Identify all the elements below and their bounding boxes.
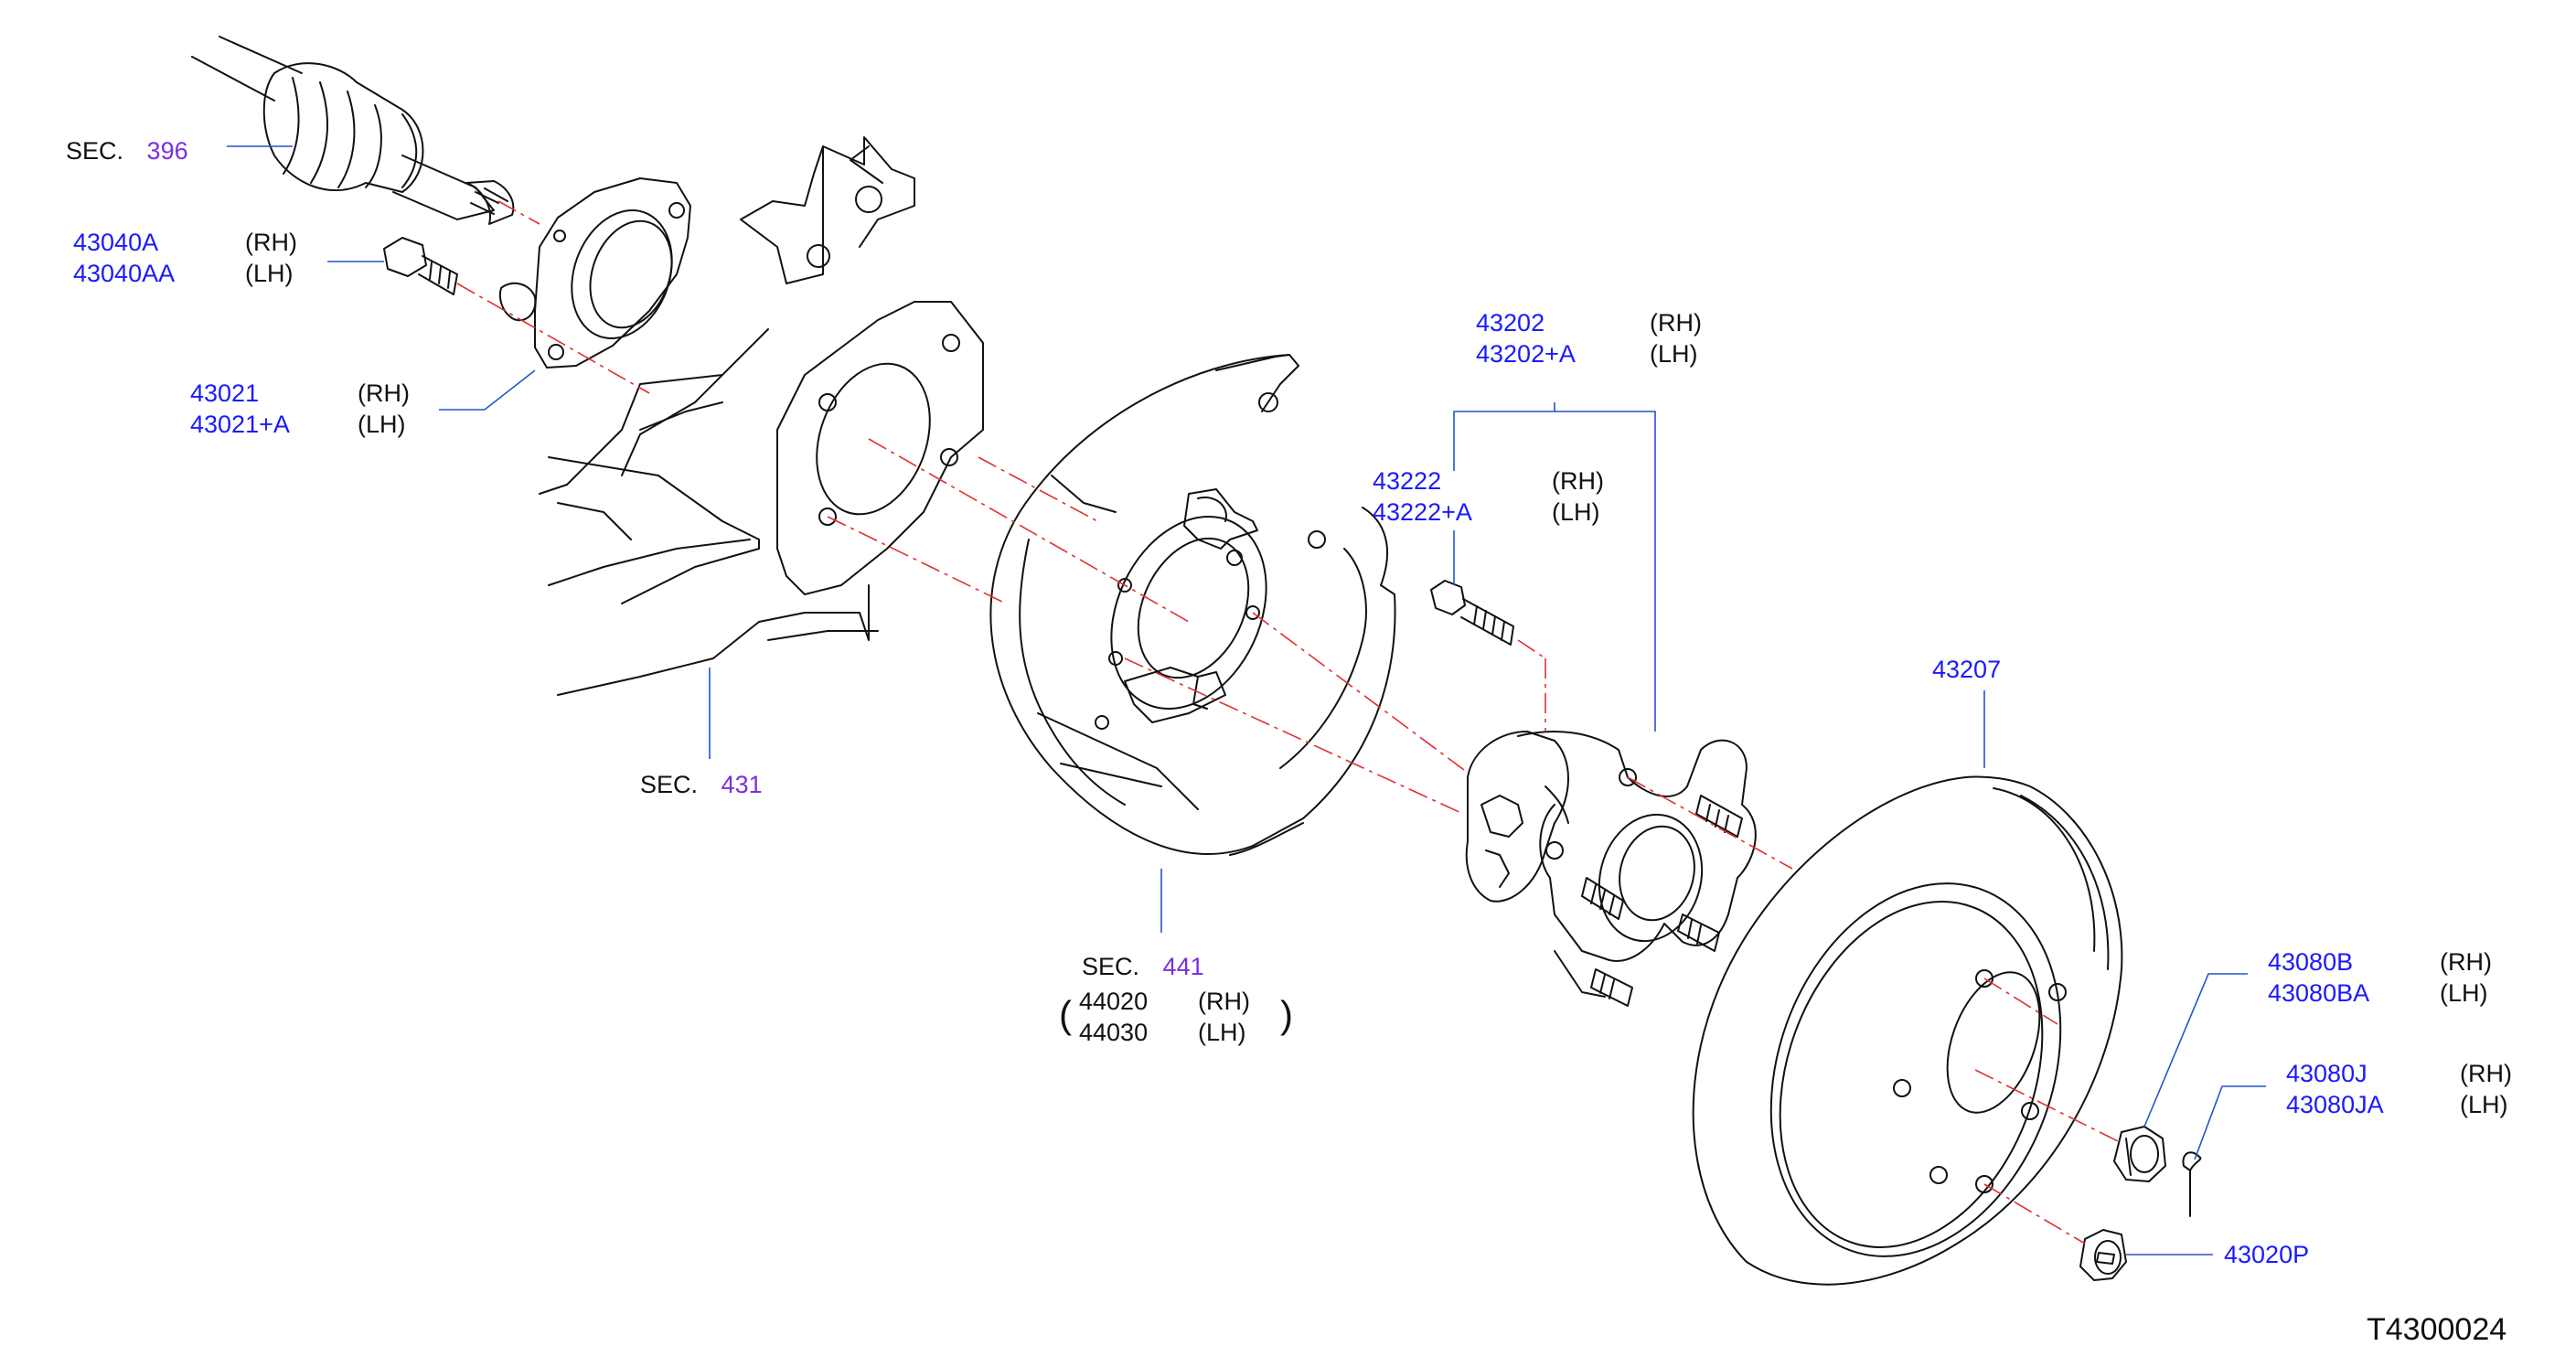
part-43080j-label[interactable]: 43080J (RH) 43080JA (LH) bbox=[2286, 1058, 2512, 1120]
side-lh: (LH) bbox=[1198, 1019, 1246, 1046]
part-43040-label[interactable]: 43040A (RH) 43040AA (LH) bbox=[73, 227, 297, 289]
leader-lines bbox=[227, 145, 2266, 1255]
cotter-pin-43080j bbox=[2182, 1151, 2202, 1217]
part-number-lh: 43021+A bbox=[190, 411, 290, 438]
side-rh: (RH) bbox=[2460, 1060, 2512, 1087]
sec-prefix: SEC. bbox=[1082, 953, 1140, 980]
side-lh: (LH) bbox=[358, 411, 406, 438]
part-number-rh: 43080J bbox=[2286, 1060, 2368, 1087]
sec396-label[interactable]: SEC. 396 bbox=[66, 135, 188, 166]
part-number-lh: 43080JA bbox=[2286, 1091, 2384, 1118]
part-43202-label[interactable]: 43202 (RH) 43202+A (LH) bbox=[1476, 307, 1702, 369]
part-number-lh: 44030 bbox=[1079, 1019, 1149, 1046]
right-paren: ) bbox=[1280, 993, 1293, 1036]
part-number-rh: 43040A bbox=[73, 229, 159, 256]
side-rh: (RH) bbox=[1552, 467, 1604, 495]
sec-number: 396 bbox=[146, 137, 188, 165]
part-number-lh: 43040AA bbox=[73, 260, 176, 287]
side-lh: (LH) bbox=[2440, 979, 2488, 1007]
part-43080b-label[interactable]: 43080B (RH) 43080BA (LH) bbox=[2268, 946, 2492, 1009]
part-43222-label[interactable]: 43222 (RH) 43222+A (LH) bbox=[1373, 465, 1604, 528]
side-lh: (LH) bbox=[245, 260, 294, 287]
part-43021-label[interactable]: 43021 (RH) 43021+A (LH) bbox=[190, 378, 410, 440]
sec441-label[interactable]: SEC. 441 bbox=[1082, 951, 1204, 982]
part-number-rh: 43080B bbox=[2268, 948, 2354, 976]
part-number-lh: 43202+A bbox=[1476, 340, 1576, 368]
sec-number: 431 bbox=[721, 771, 763, 798]
part-44020-label[interactable]: 44020 (RH) 44030 (LH) bbox=[1079, 986, 1250, 1048]
side-lh: (LH) bbox=[1650, 340, 1698, 368]
bolt-43222 bbox=[1430, 580, 1514, 646]
cap-43020p bbox=[2079, 1229, 2127, 1281]
knuckle-sec431 bbox=[539, 136, 984, 696]
part-number-lh: 43080BA bbox=[2268, 979, 2370, 1007]
sec431-label[interactable]: SEC. 431 bbox=[640, 769, 763, 800]
bolt-43040a bbox=[383, 237, 458, 295]
part-number-rh: 43222 bbox=[1373, 467, 1442, 495]
drive-shaft bbox=[191, 36, 515, 225]
part-number-rh: 43202 bbox=[1476, 309, 1545, 337]
part-number-lh: 43222+A bbox=[1373, 498, 1472, 526]
side-rh: (RH) bbox=[358, 379, 410, 407]
brake-rotor-43207 bbox=[1692, 775, 2123, 1286]
center-lines bbox=[456, 200, 2122, 1245]
backing-plate-sec441 bbox=[989, 354, 1396, 856]
part-43020p-label[interactable]: 43020P bbox=[2224, 1241, 2310, 1268]
part-number-rh: 44020 bbox=[1079, 988, 1149, 1015]
bearing-housing-43021 bbox=[498, 177, 691, 369]
sec-prefix: SEC. bbox=[640, 771, 699, 798]
side-rh: (RH) bbox=[1198, 988, 1250, 1015]
side-lh: (LH) bbox=[2460, 1091, 2508, 1118]
sec-prefix: SEC. bbox=[66, 137, 124, 165]
diagram-code: T4300024 bbox=[2367, 1312, 2507, 1347]
left-paren: ( bbox=[1059, 993, 1072, 1036]
side-rh: (RH) bbox=[2440, 948, 2492, 976]
side-lh: (LH) bbox=[1552, 498, 1600, 526]
nut-43080b bbox=[2113, 1126, 2166, 1182]
hub-assembly-43202 bbox=[1465, 731, 1757, 1007]
part-43207-label[interactable]: 43207 bbox=[1932, 656, 2002, 683]
side-rh: (RH) bbox=[1650, 309, 1702, 337]
part-number-rh: 43021 bbox=[190, 379, 260, 407]
sec-number: 441 bbox=[1162, 953, 1204, 980]
side-rh: (RH) bbox=[245, 229, 297, 256]
